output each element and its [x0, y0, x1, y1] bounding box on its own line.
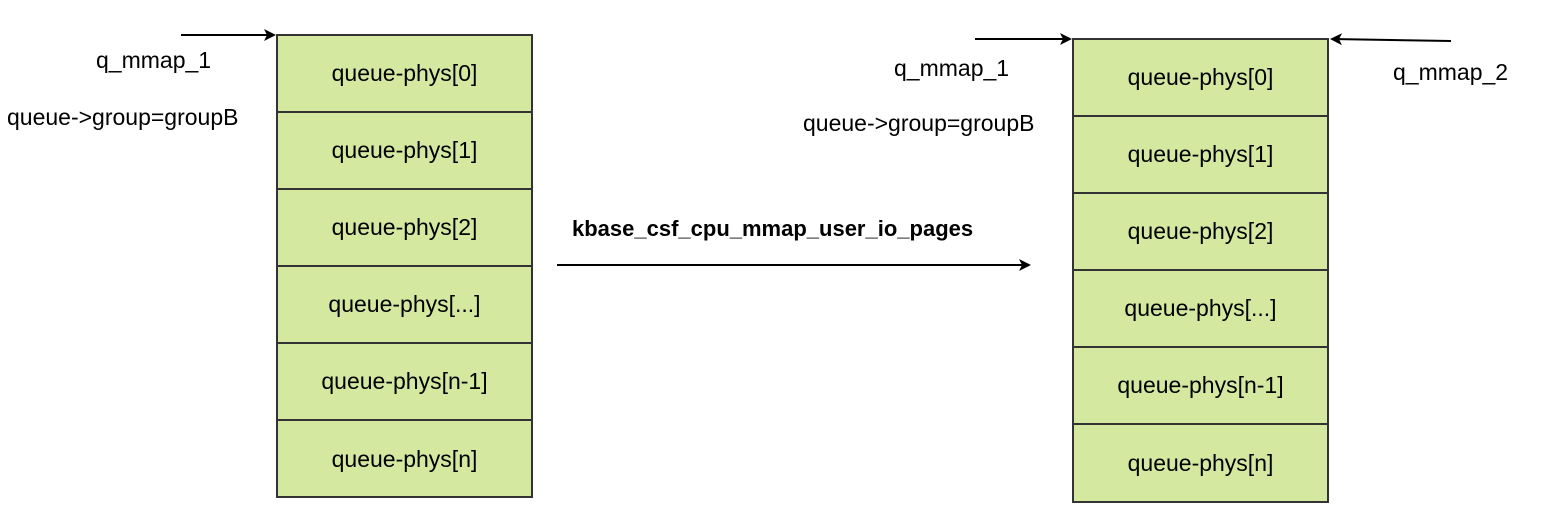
right-q-mmap-2-arrow	[1330, 33, 1452, 46]
operation-label: kbase_csf_cpu_mmap_user_io_pages	[572, 216, 974, 241]
left-cell-2: queue-phys[2]	[278, 190, 531, 267]
left-group-label: queue->group=groupB	[7, 104, 239, 130]
left-queue-stack: queue-phys[0] queue-phys[1] queue-phys[2…	[276, 34, 533, 498]
left-pointer-label: q_mmap_1	[96, 47, 212, 73]
left-cell-ellipsis: queue-phys[...]	[278, 267, 531, 344]
right-cell-0: queue-phys[0]	[1074, 40, 1327, 117]
right-pointer-label-1: q_mmap_1	[894, 55, 1010, 81]
right-pointer-label-2: q_mmap_2	[1393, 59, 1509, 85]
right-group-label: queue->group=groupB	[803, 110, 1035, 136]
left-cell-1: queue-phys[1]	[278, 113, 531, 190]
left-cell-n-minus-1: queue-phys[n-1]	[278, 344, 531, 421]
right-cell-n: queue-phys[n]	[1127, 450, 1274, 476]
left-cell-0: queue-phys[0]	[278, 36, 531, 113]
right-queue-stack: queue-phys[0] queue-phys[1] queue-phys[2…	[1072, 38, 1329, 503]
right-cell-ellipsis: queue-phys[...]	[1074, 271, 1327, 348]
right-cell-n-minus-1: queue-phys[n-1]	[1074, 348, 1327, 425]
right-cell-1: queue-phys[1]	[1074, 117, 1327, 194]
left-cell-n: queue-phys[n]	[331, 446, 478, 472]
right-cell-2: queue-phys[2]	[1074, 194, 1327, 271]
